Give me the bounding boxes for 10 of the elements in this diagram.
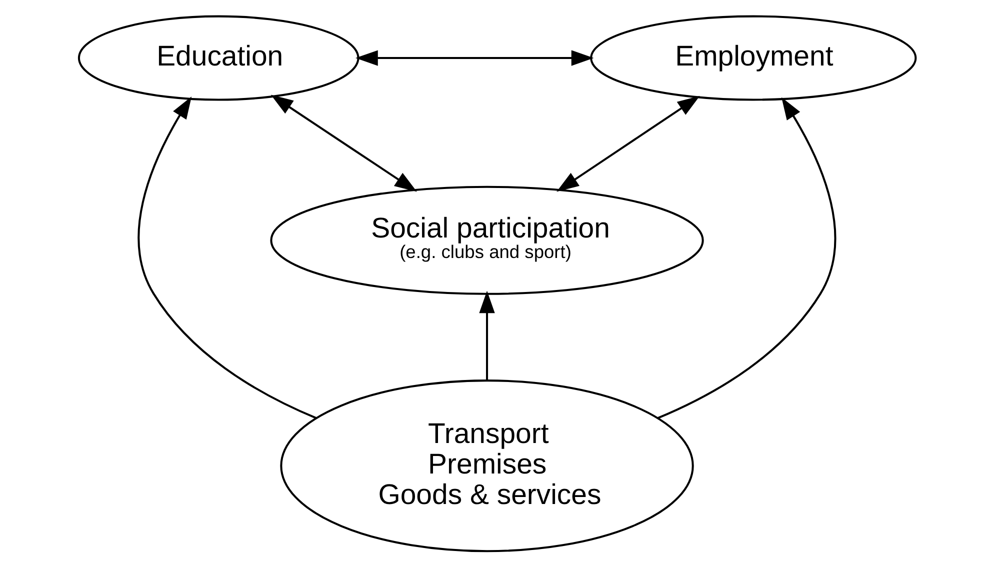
node-ellipse: Education bbox=[78, 15, 360, 101]
arrow bbox=[138, 96, 317, 420]
node-ellipse: Transport Premises Goods & services bbox=[280, 380, 694, 552]
arrow bbox=[479, 290, 495, 381]
arrow bbox=[657, 97, 836, 420]
arrow bbox=[556, 96, 700, 192]
arrow bbox=[270, 94, 417, 192]
node-ellipse: Social participation (e.g. clubs and sport) bbox=[270, 186, 704, 295]
arrow bbox=[355, 50, 594, 66]
node-ellipse: Employment bbox=[590, 15, 917, 101]
